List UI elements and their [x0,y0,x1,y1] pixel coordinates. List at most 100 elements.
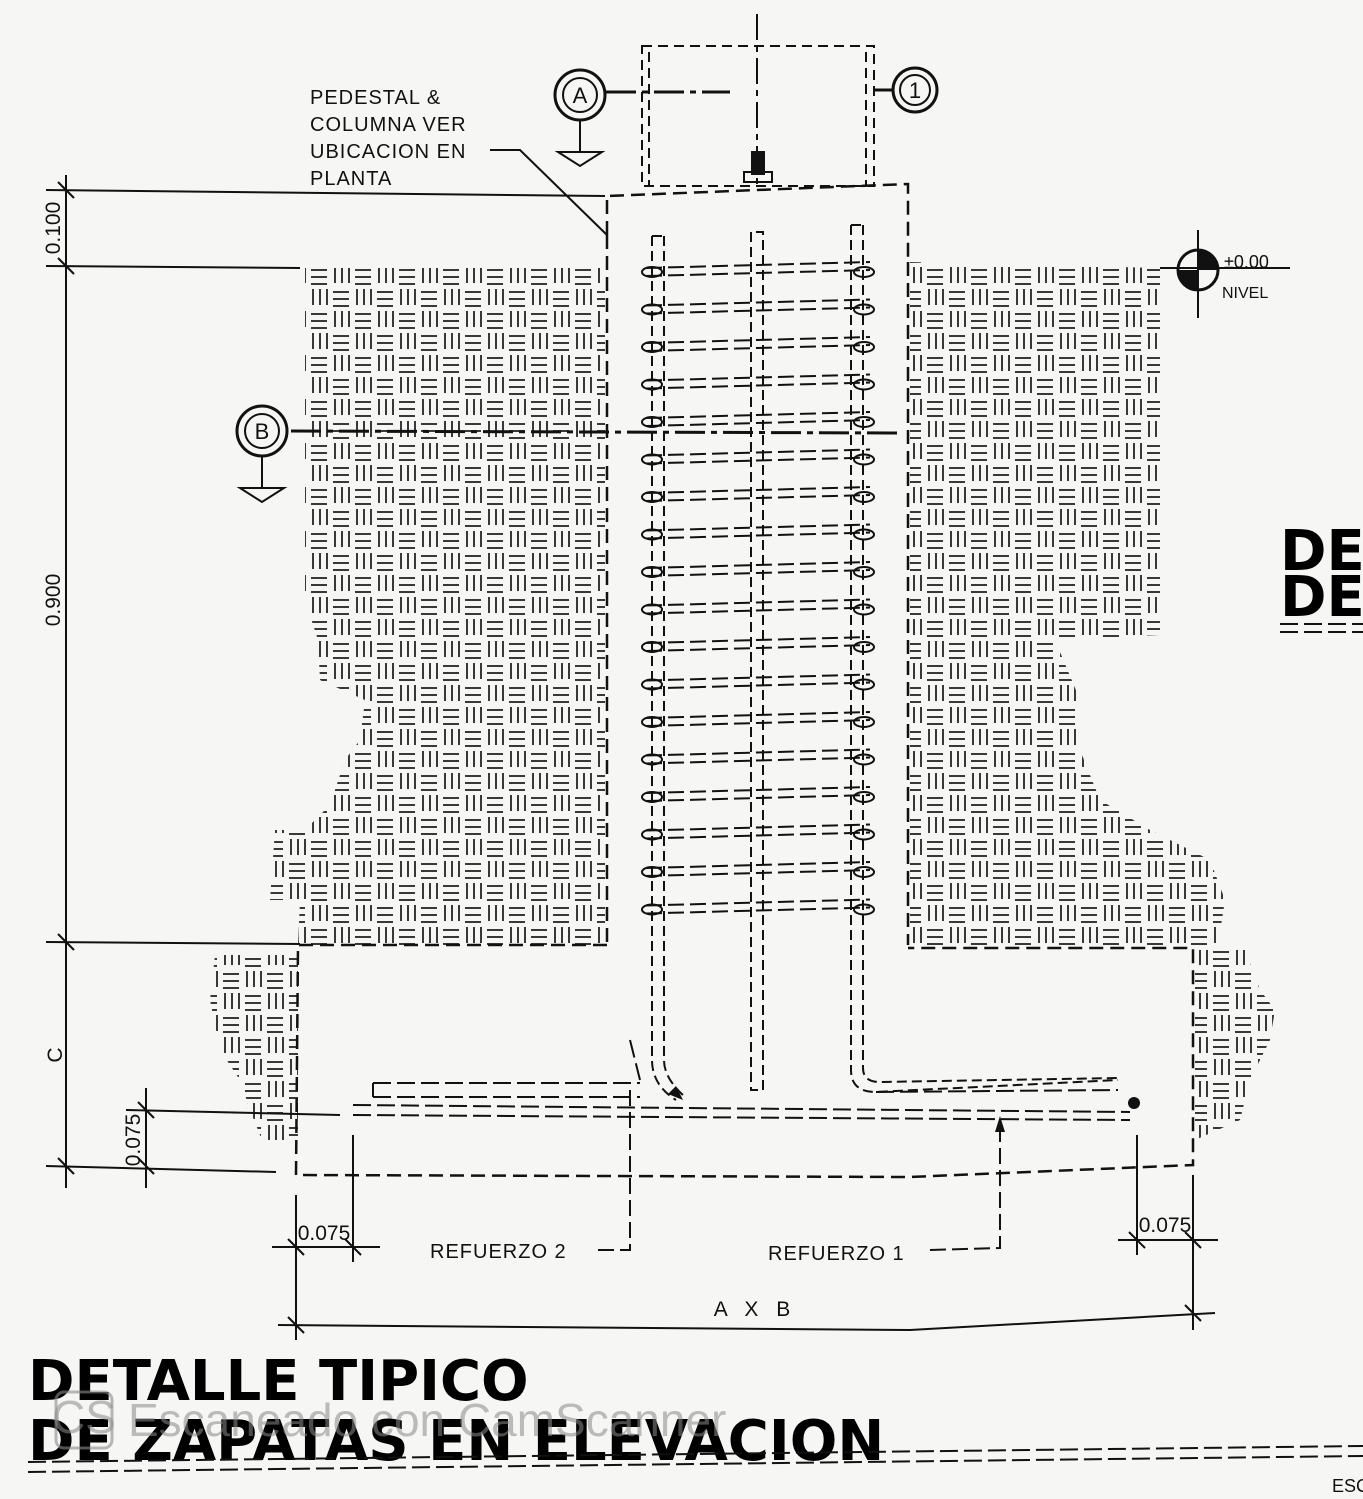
section-marker-a[interactable] [553,68,607,168]
vertical-rebar [651,224,1121,1101]
stirrup-hook [853,903,875,916]
watermark-badge: CS [52,1391,116,1443]
stirrup-hook [641,716,663,728]
stirrup-hook [641,603,663,616]
watermark-text: Escaneado con CamScanner [128,1394,726,1446]
dim-0900: 0.900 [42,574,65,627]
stirrup-hook [641,378,663,391]
dim-0075-left: 0.075 [122,1114,145,1167]
dim-0075-bottom-right: 0.075 [1139,1214,1192,1237]
stirrup-hook [641,341,663,353]
stirrup [645,523,871,540]
arrow-head [668,1086,683,1100]
camscanner-logo-icon [54,1390,114,1450]
stirrup-hook [853,528,875,541]
stirrup [645,748,871,765]
stirrup-hook [641,491,663,503]
soil-hatch [210,262,1275,1140]
bottom-rebar [352,1039,1131,1121]
title-underline [27,1445,1363,1473]
stirrup [645,298,871,315]
section-a-label: A [573,83,588,108]
section-marker-b[interactable] [235,404,289,504]
stirrup-hook [853,566,875,578]
level-value: ±0.00 [1224,252,1269,272]
note-line-4: PLANTA [310,168,392,190]
stirrup-hook [641,678,663,691]
footing [294,943,1195,1179]
stirrup-hook [853,341,875,353]
stirrup [645,861,871,877]
stirrup-hook [853,416,875,428]
stirrup-hook [853,753,875,766]
stirrup-hook [641,416,663,428]
stirrup-hook [853,678,875,691]
stirrup [645,598,871,615]
stirrup-hook [853,791,875,803]
section-cuts [290,88,901,435]
stirrup-hook [641,828,663,841]
stirrup-hook [641,903,663,916]
stirrup-hook [853,641,875,653]
stirrup [645,411,871,427]
stirrup-hook [641,453,663,466]
stirrup [645,898,871,915]
stirrup-hook [853,266,875,278]
reinforcement-1-label: REFUERZO 1 [768,1243,905,1265]
reinforcement-leaders [598,1085,1001,1251]
stirrup [645,636,871,652]
stirrup [645,823,871,840]
dim-axb: A X B [714,1298,797,1321]
camscanner-watermark: CS Escaneado con CamScanner [52,1390,726,1450]
side-title-underline [1280,623,1363,633]
stirrup-hook [641,528,663,541]
stirrup [645,336,871,352]
stirrup-hook [641,266,663,278]
side-title-line-1: DET [1280,519,1363,584]
stirrup-hook [641,566,663,578]
stirrup-hook [641,641,663,653]
note-line-3: UBICACION EN [310,141,466,163]
column-axis [743,14,773,185]
dim-0075-bottom-left: 0.075 [298,1222,351,1245]
side-title-line-2: DE [1280,565,1363,630]
reinforcement-2-label: REFUERZO 2 [430,1241,567,1263]
note-line-1: PEDESTAL & [310,87,441,109]
stirrup-hook [853,828,875,841]
stirrup [645,448,871,465]
stirrup-hook [853,603,875,616]
note-leader [490,149,608,236]
stirrup-hook [853,866,875,878]
stirrup-hook [853,491,875,503]
stirrup-hook [641,866,663,878]
stirrup-hook [641,753,663,766]
stirrup [645,673,871,690]
section-b-label: B [255,419,270,444]
stirrup-hook [853,453,875,466]
stirrup-hook [853,716,875,728]
scale-label: ESC [1332,1476,1363,1496]
axis-1-label: 1 [909,78,921,103]
arrow-head [995,1116,1005,1132]
dim-0100: 0.100 [42,202,65,255]
stirrup [645,711,871,727]
stirrup-hook [641,303,663,316]
stirrup-hook [853,378,875,391]
dim-c: C [44,1047,67,1062]
stirrup [645,373,871,390]
level-label: NIVEL [1222,285,1268,302]
pedestal [605,182,910,945]
stirrup [645,486,871,502]
stirrup-hook [641,791,663,803]
note-line-2: COLUMNA VER [310,114,467,136]
dimension-lines [45,175,1218,1340]
stirrup [645,786,871,802]
axis-marker-1[interactable] [891,66,939,114]
stirrup [645,561,871,577]
rebar-end-dot [1128,1097,1140,1109]
stirrup-hook [853,303,875,316]
stirrups[interactable] [641,261,875,916]
level-symbol [1160,230,1290,318]
